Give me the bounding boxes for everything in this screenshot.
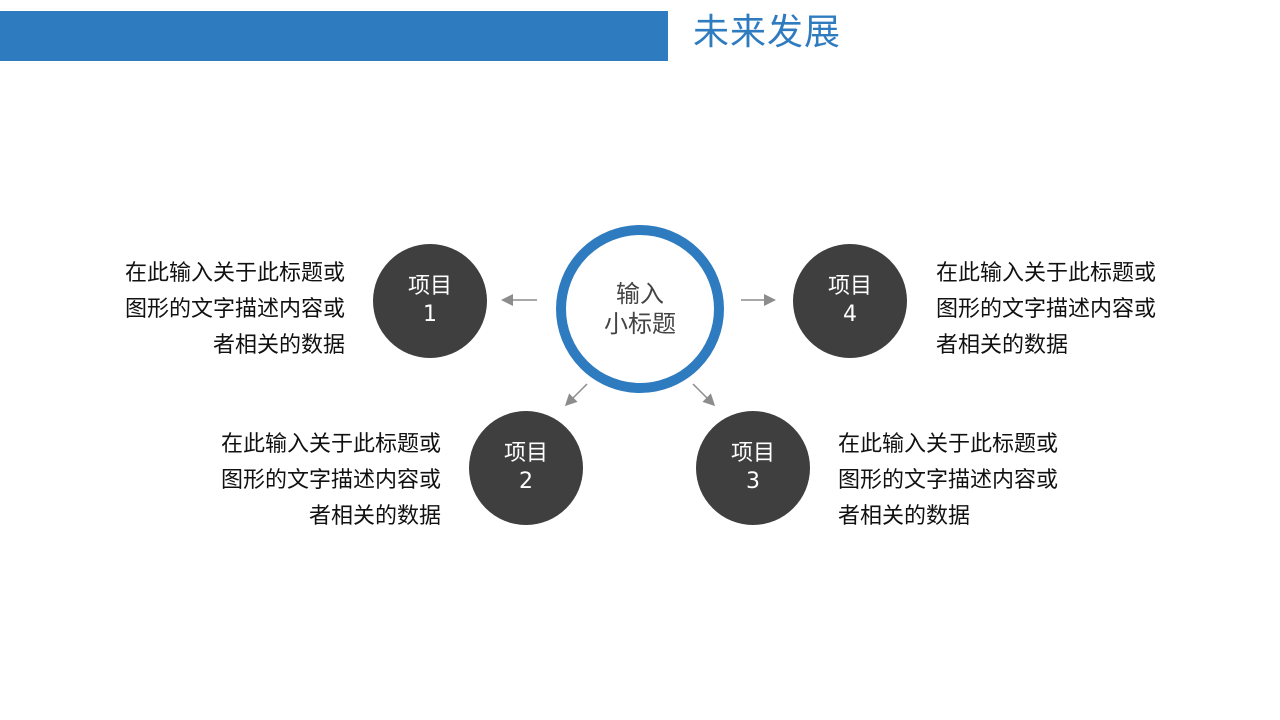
desc-line: 图形的文字描述内容或: [220, 468, 441, 493]
desc-line: 图形的文字描述内容或: [124, 297, 345, 322]
item-2-number: 2: [519, 469, 533, 494]
item-1-label: 项目: [407, 274, 452, 299]
item-4-node: 项目 4: [793, 244, 907, 358]
hub-line-1: 输入: [616, 280, 664, 308]
item-2-node: 项目 2: [469, 411, 583, 525]
desc-line: 者相关的数据: [308, 504, 441, 529]
desc-line: 图形的文字描述内容或: [838, 468, 1059, 493]
desc-line: 在此输入关于此标题或: [936, 261, 1157, 286]
desc-line: 者相关的数据: [212, 333, 345, 358]
desc-line: 者相关的数据: [838, 504, 971, 529]
item-3-description: 在此输入关于此标题或 图形的文字描述内容或 者相关的数据: [838, 427, 1058, 535]
item-2-label: 项目: [503, 441, 548, 466]
hub-line-2: 小标题: [604, 310, 676, 338]
desc-line: 者相关的数据: [936, 333, 1069, 358]
desc-line: 图形的文字描述内容或: [936, 297, 1157, 322]
item-3-label: 项目: [730, 441, 775, 466]
item-2-description: 在此输入关于此标题或 图形的文字描述内容或 者相关的数据: [221, 427, 441, 535]
item-3-node: 项目 3: [696, 411, 810, 525]
center-hub: 输入 小标题: [556, 225, 724, 393]
arrow-to-item-3: [692, 383, 716, 407]
arrow-to-item-2: [564, 383, 588, 407]
desc-line: 在此输入关于此标题或: [124, 261, 345, 286]
item-1-number: 1: [423, 302, 437, 327]
item-4-number: 4: [843, 302, 857, 327]
item-4-label: 项目: [827, 274, 872, 299]
header-bar: [0, 11, 668, 61]
item-1-description: 在此输入关于此标题或 图形的文字描述内容或 者相关的数据: [125, 256, 345, 364]
desc-line: 在此输入关于此标题或: [220, 432, 441, 457]
item-4-description: 在此输入关于此标题或 图形的文字描述内容或 者相关的数据: [936, 256, 1156, 364]
item-3-number: 3: [746, 469, 760, 494]
item-1-node: 项目 1: [373, 244, 487, 358]
desc-line: 在此输入关于此标题或: [838, 432, 1059, 457]
page-title: 未来发展: [693, 12, 842, 53]
